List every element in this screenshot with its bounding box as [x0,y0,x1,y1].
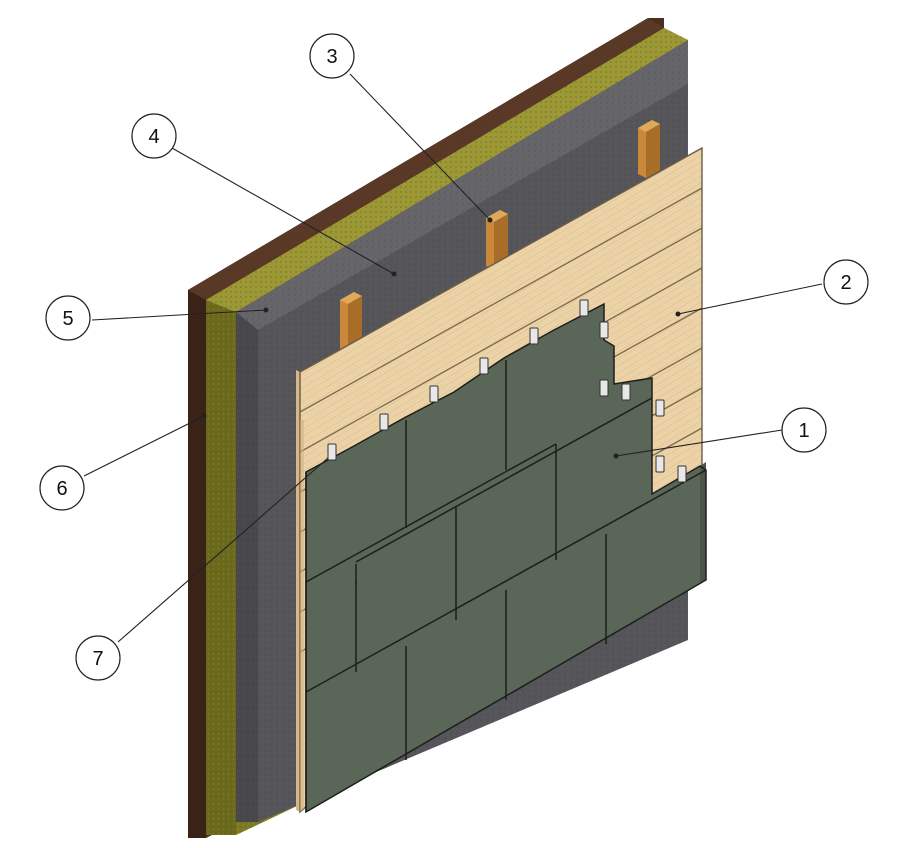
callout-1: 1 [781,407,827,453]
leader-line-3 [349,73,491,221]
tile-hook [599,379,609,397]
leader-line-7 [117,457,329,643]
callout-label: 1 [798,420,809,442]
tile-hook [327,443,337,461]
leader-line-2 [677,283,823,315]
tile-hook [599,321,609,339]
tile-hook [429,385,439,403]
leader-line-4 [171,147,395,275]
tile-hook [677,465,687,483]
tile-hook [655,399,665,417]
leader-dots [201,217,681,459]
callout-3: 3 [309,33,355,79]
callout-7: 7 [75,635,121,681]
tile-hook [379,413,389,431]
callout-label: 2 [840,272,851,294]
callout-label: 4 [148,126,159,148]
callout-label: 3 [326,46,337,68]
callout-label: 6 [56,478,67,500]
callout-6: 6 [39,465,85,511]
tile-hook [479,357,489,375]
leader-line-6 [83,415,205,477]
leader-line-1 [615,429,783,457]
callout-5: 5 [45,295,91,341]
callout-label: 7 [92,648,103,670]
callout-2: 2 [823,259,869,305]
tile-hooks [327,299,687,483]
tile-hook [621,383,631,401]
tile-hook [529,327,539,345]
timber-battens [340,120,660,360]
tile-hook [655,455,665,473]
tile-hook [579,299,589,317]
callout-label: 5 [62,308,73,330]
callout-4: 4 [131,113,177,159]
slate-tile-cladding [305,302,707,814]
leader-lines [83,73,823,643]
batten [638,120,660,178]
leader-line-5 [91,309,267,321]
